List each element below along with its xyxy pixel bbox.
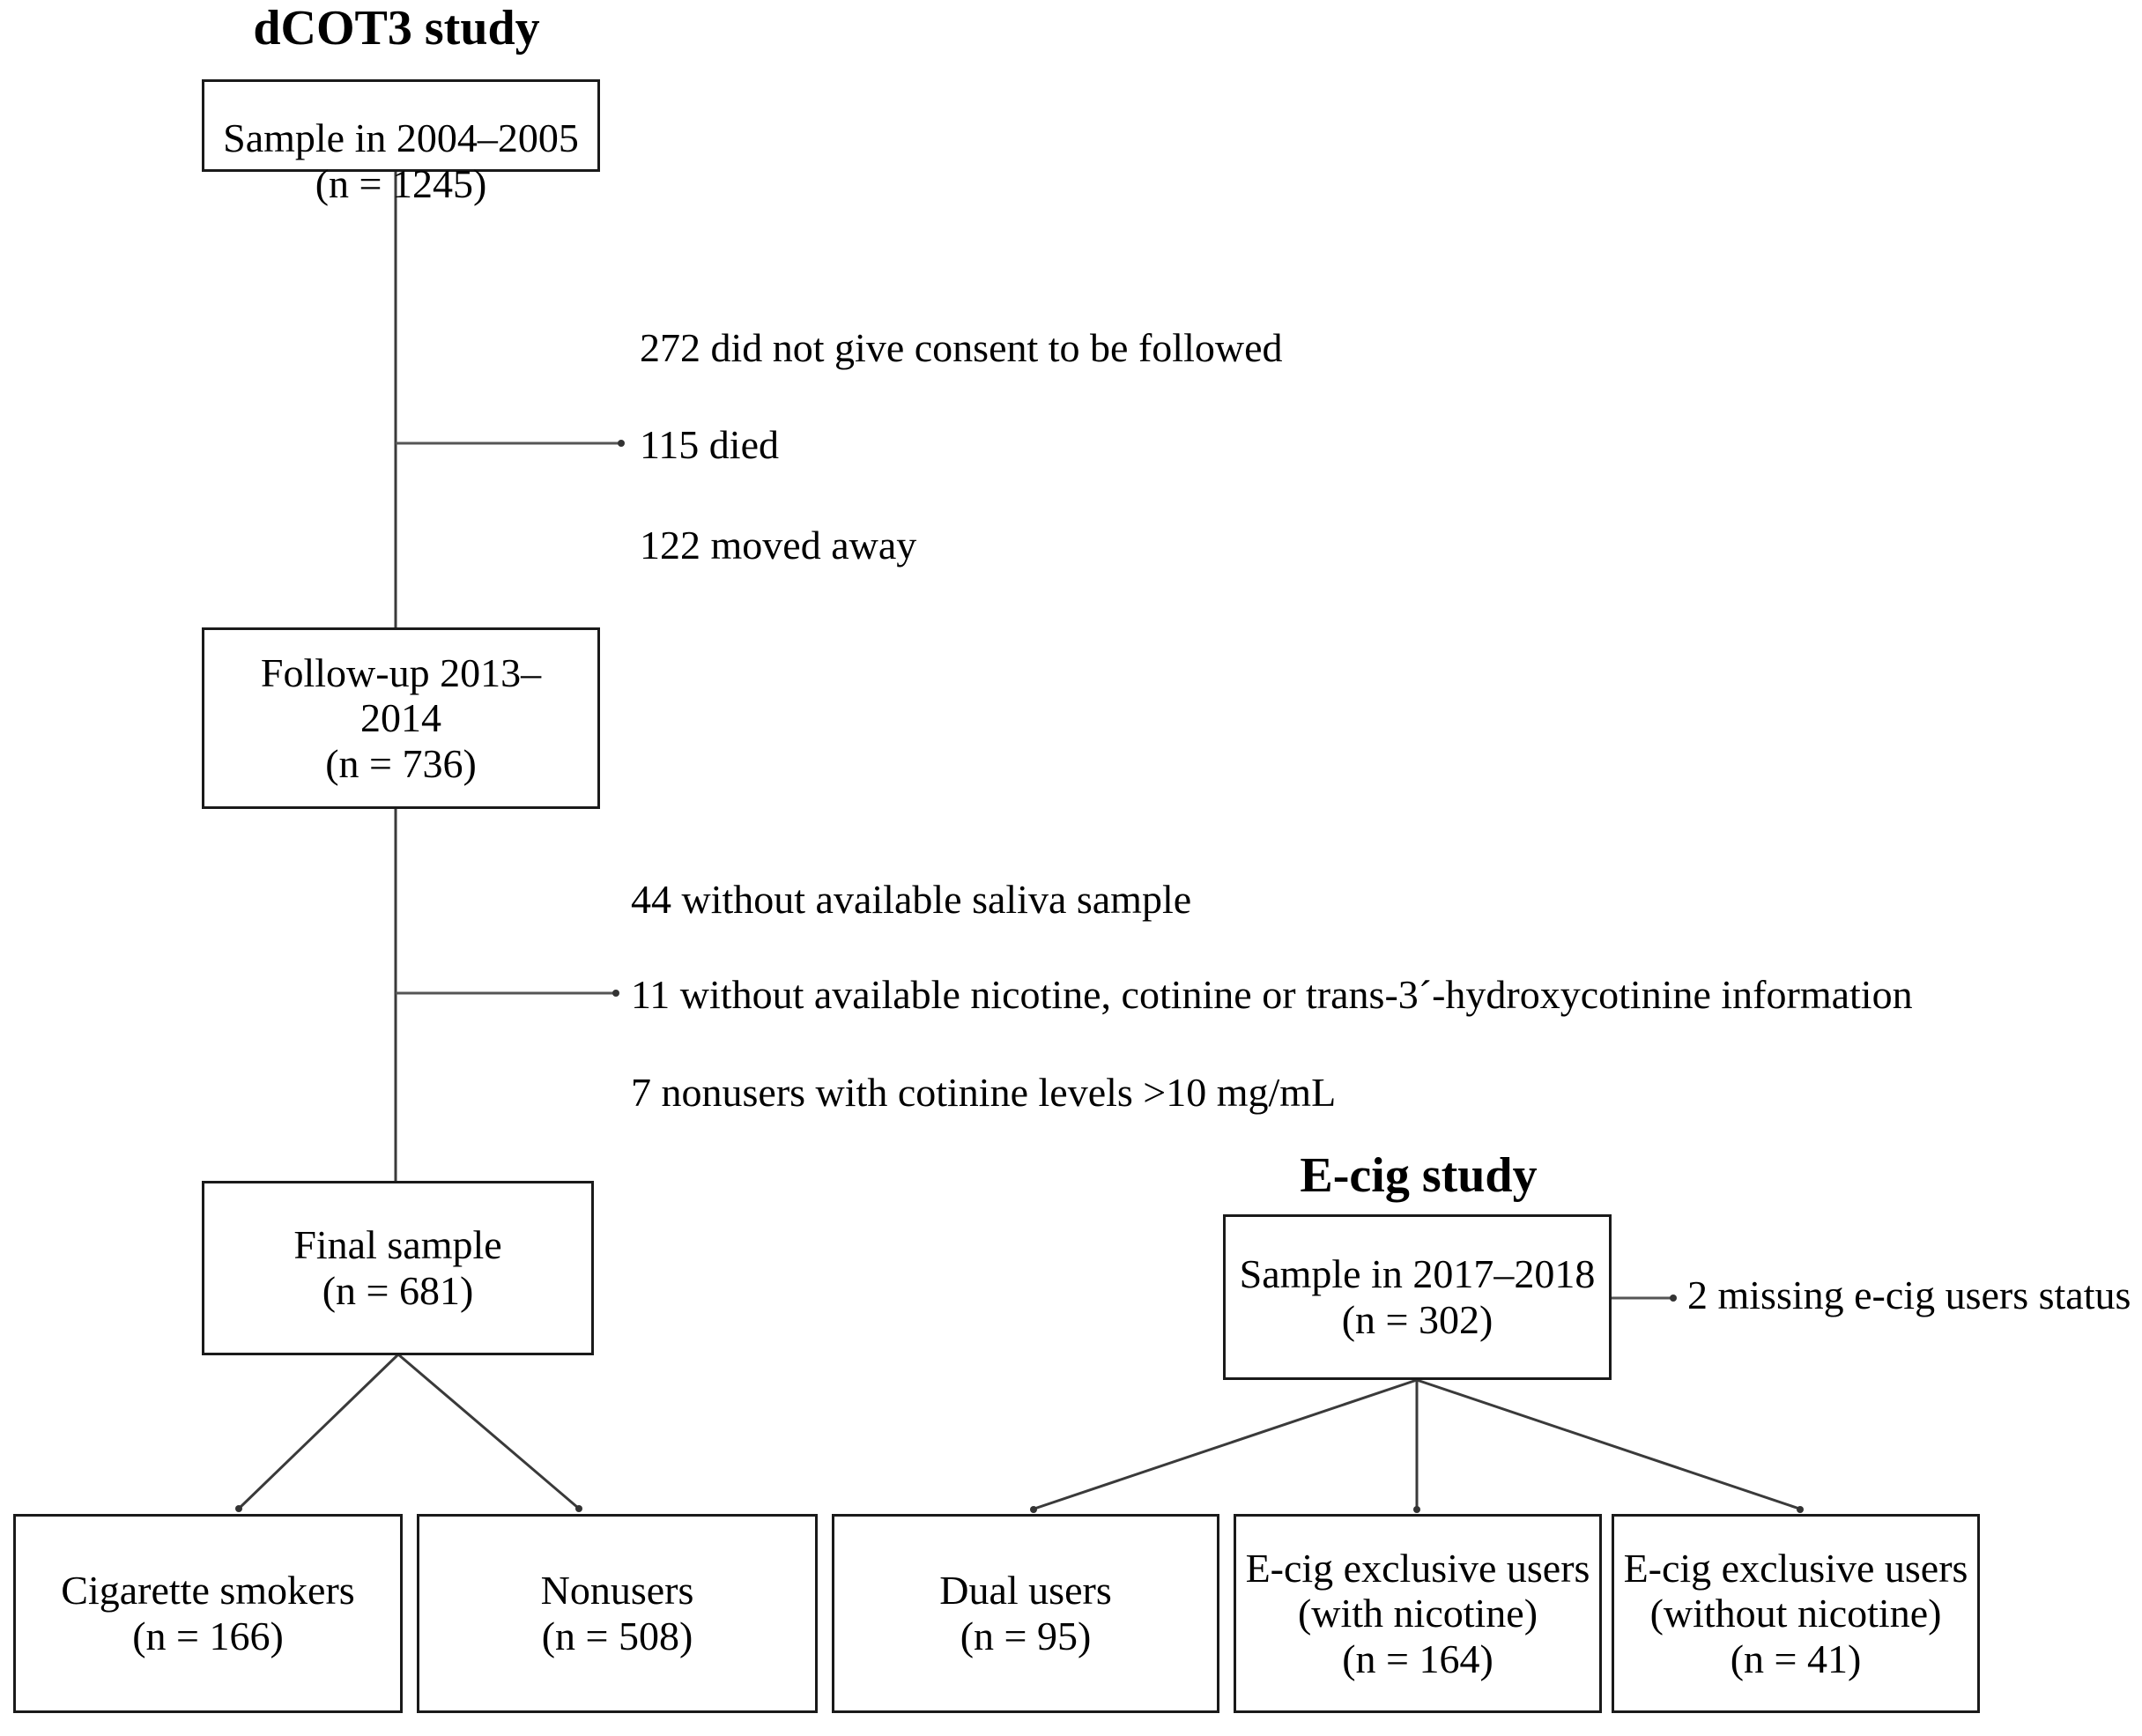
node-followup: Follow-up 2013– 2014 (n = 736) bbox=[202, 627, 600, 809]
node-ecig-with-nicotine: E-cig exclusive users (with nicotine) (n… bbox=[1234, 1514, 1602, 1713]
node-nonusers: Nonusers (n = 508) bbox=[417, 1514, 818, 1713]
node-baseline-line1: Sample in 2004–2005 bbox=[223, 115, 579, 160]
node-ecig-without-nicotine-line3: (n = 41) bbox=[1730, 1636, 1862, 1681]
node-nonusers-line1: Nonusers bbox=[540, 1568, 694, 1614]
study-title-left: dCOT3 study bbox=[253, 1, 540, 56]
exclusion-no-saliva: 44 without available saliva sample bbox=[631, 877, 1192, 922]
node-followup-line2: 2014 bbox=[360, 695, 441, 741]
node-ecig-with-nicotine-line3: (n = 164) bbox=[1342, 1636, 1493, 1681]
node-nonusers-line2: (n = 508) bbox=[541, 1614, 693, 1658]
node-dual-users-line1: Dual users bbox=[939, 1568, 1112, 1614]
study-title-right: E-cig study bbox=[1300, 1148, 1538, 1203]
exclusion-moved-away: 122 moved away bbox=[640, 523, 917, 568]
node-cigarette-smokers-line1: Cigarette smokers bbox=[61, 1568, 355, 1614]
exclusion-nonusers-high-cotinine: 7 nonusers with cotinine levels >10 mg/m… bbox=[631, 1070, 1337, 1115]
node-followup-line1: Follow-up 2013– bbox=[260, 649, 542, 695]
node-ecig-without-nicotine-line1: E-cig exclusive users bbox=[1623, 1545, 1968, 1591]
node-baseline-sample: Sample in 2004–2005 (n = 1245) bbox=[202, 79, 600, 206]
node-ecig-sample-line2: (n = 302) bbox=[1341, 1297, 1493, 1342]
exclusion-died: 115 died bbox=[640, 422, 779, 467]
node-cigarette-smokers: Cigarette smokers (n = 166) bbox=[13, 1514, 403, 1713]
node-dual-users: Dual users (n = 95) bbox=[832, 1514, 1219, 1713]
node-ecig-sample-line1: Sample in 2017–2018 bbox=[1239, 1251, 1596, 1297]
node-final-sample: Final sample (n = 681) bbox=[202, 1181, 594, 1355]
exclusion-no-biomarker-info: 11 without available nicotine, cotinine … bbox=[631, 972, 1913, 1017]
node-baseline-line2: (n = 1245) bbox=[315, 160, 487, 206]
node-followup-line3: (n = 736) bbox=[325, 740, 477, 786]
node-ecig-with-nicotine-line1: E-cig exclusive users bbox=[1245, 1545, 1590, 1591]
node-ecig-without-nicotine: E-cig exclusive users (without nicotine)… bbox=[1612, 1514, 1980, 1713]
exclusion-consent: 272 did not give consent to be followed bbox=[640, 325, 1283, 370]
node-cigarette-smokers-line2: (n = 166) bbox=[132, 1614, 284, 1658]
node-dual-users-line2: (n = 95) bbox=[960, 1614, 1092, 1658]
node-final-line1: Final sample bbox=[293, 1222, 502, 1268]
node-ecig-sample: Sample in 2017–2018 (n = 302) bbox=[1223, 1214, 1612, 1380]
node-final-line2: (n = 681) bbox=[322, 1268, 474, 1313]
exclusion-missing-ecig-status: 2 missing e-cig users status bbox=[1687, 1272, 2131, 1317]
node-ecig-with-nicotine-line2: (with nicotine) bbox=[1297, 1591, 1538, 1636]
node-ecig-without-nicotine-line2: (without nicotine) bbox=[1649, 1591, 1942, 1636]
